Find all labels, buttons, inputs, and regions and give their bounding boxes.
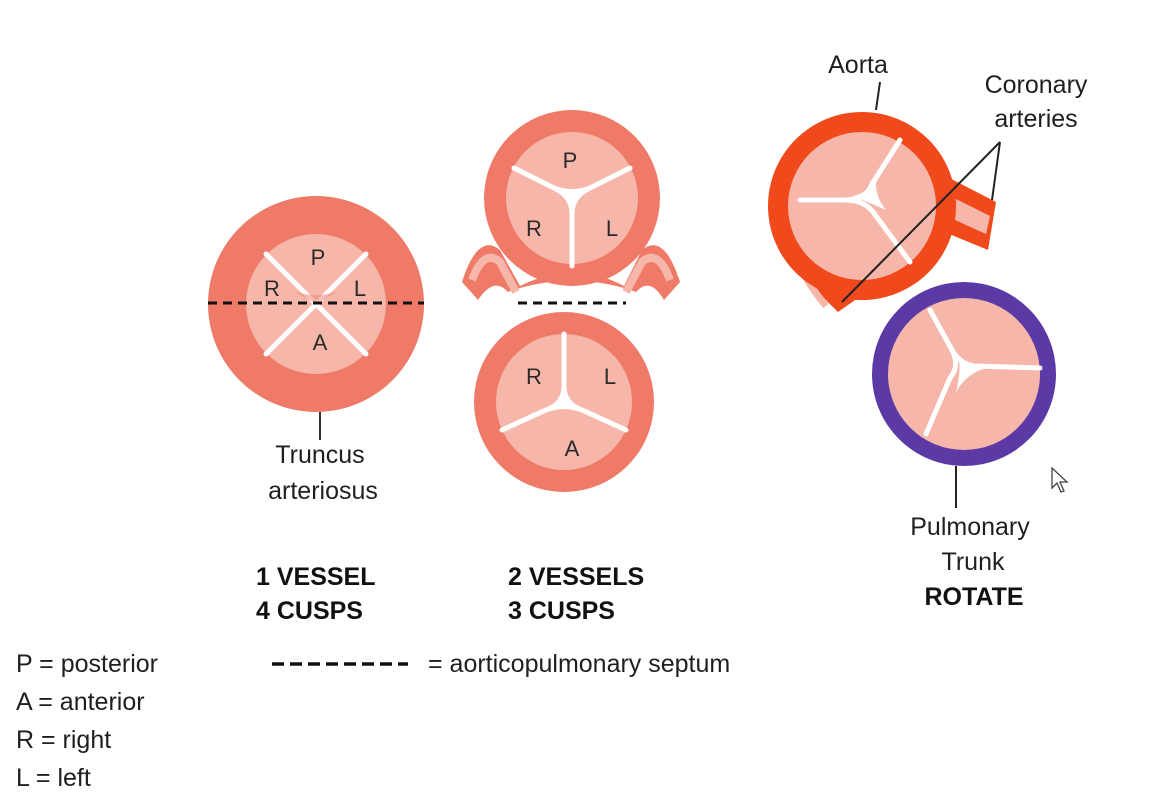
truncus-label-1: Truncus bbox=[275, 441, 364, 469]
truncus-vessel: P R L A bbox=[208, 196, 424, 440]
lower-cusp-l: L bbox=[604, 364, 616, 389]
lower-cusp-r: R bbox=[526, 364, 542, 389]
split-lower-vessel: R L A bbox=[474, 312, 654, 492]
legend-posterior: P = posterior bbox=[16, 650, 158, 678]
pulmonary-vessel bbox=[872, 282, 1056, 466]
coronary-leader-lines bbox=[841, 141, 1001, 303]
legend-left: L = left bbox=[16, 764, 91, 792]
upper-cusp-l: L bbox=[606, 216, 618, 241]
split-summary-1: 2 VESSELS bbox=[508, 563, 644, 591]
legend-anterior: A = anterior bbox=[16, 688, 145, 716]
rotate-label: ROTATE bbox=[924, 583, 1023, 611]
pulmonary-label-2: Trunk bbox=[942, 548, 1005, 576]
truncus-summary-2: 4 CUSPS bbox=[256, 597, 363, 625]
legend-right: R = right bbox=[16, 726, 111, 754]
truncus-cusp-l: L bbox=[354, 276, 366, 301]
coronary-label-1: Coronary bbox=[985, 71, 1088, 99]
aorta-leader-line bbox=[875, 81, 881, 111]
truncus-cusp-a: A bbox=[313, 330, 328, 355]
legend-septum: = aorticopulmonary septum bbox=[428, 650, 730, 678]
truncus-cusp-p: P bbox=[311, 245, 326, 270]
legend: P = posterior A = anterior R = right L =… bbox=[16, 650, 730, 792]
truncus-cusp-r: R bbox=[264, 276, 280, 301]
upper-cusp-r: R bbox=[526, 216, 542, 241]
truncus-label-2: arteriosus bbox=[268, 477, 378, 505]
aorta-label: Aorta bbox=[828, 51, 888, 79]
cursor-icon bbox=[1051, 466, 1069, 493]
truncus-summary-1: 1 VESSEL bbox=[256, 563, 376, 591]
aorta-vessel bbox=[768, 112, 996, 312]
split-upper-vessel: P R L bbox=[462, 110, 680, 300]
pulmonary-label-1: Pulmonary bbox=[910, 513, 1030, 541]
split-summary-2: 3 CUSPS bbox=[508, 597, 615, 625]
lower-cusp-a: A bbox=[565, 436, 580, 461]
coronary-label-2: arteries bbox=[994, 105, 1077, 133]
upper-cusp-p: P bbox=[563, 148, 578, 173]
